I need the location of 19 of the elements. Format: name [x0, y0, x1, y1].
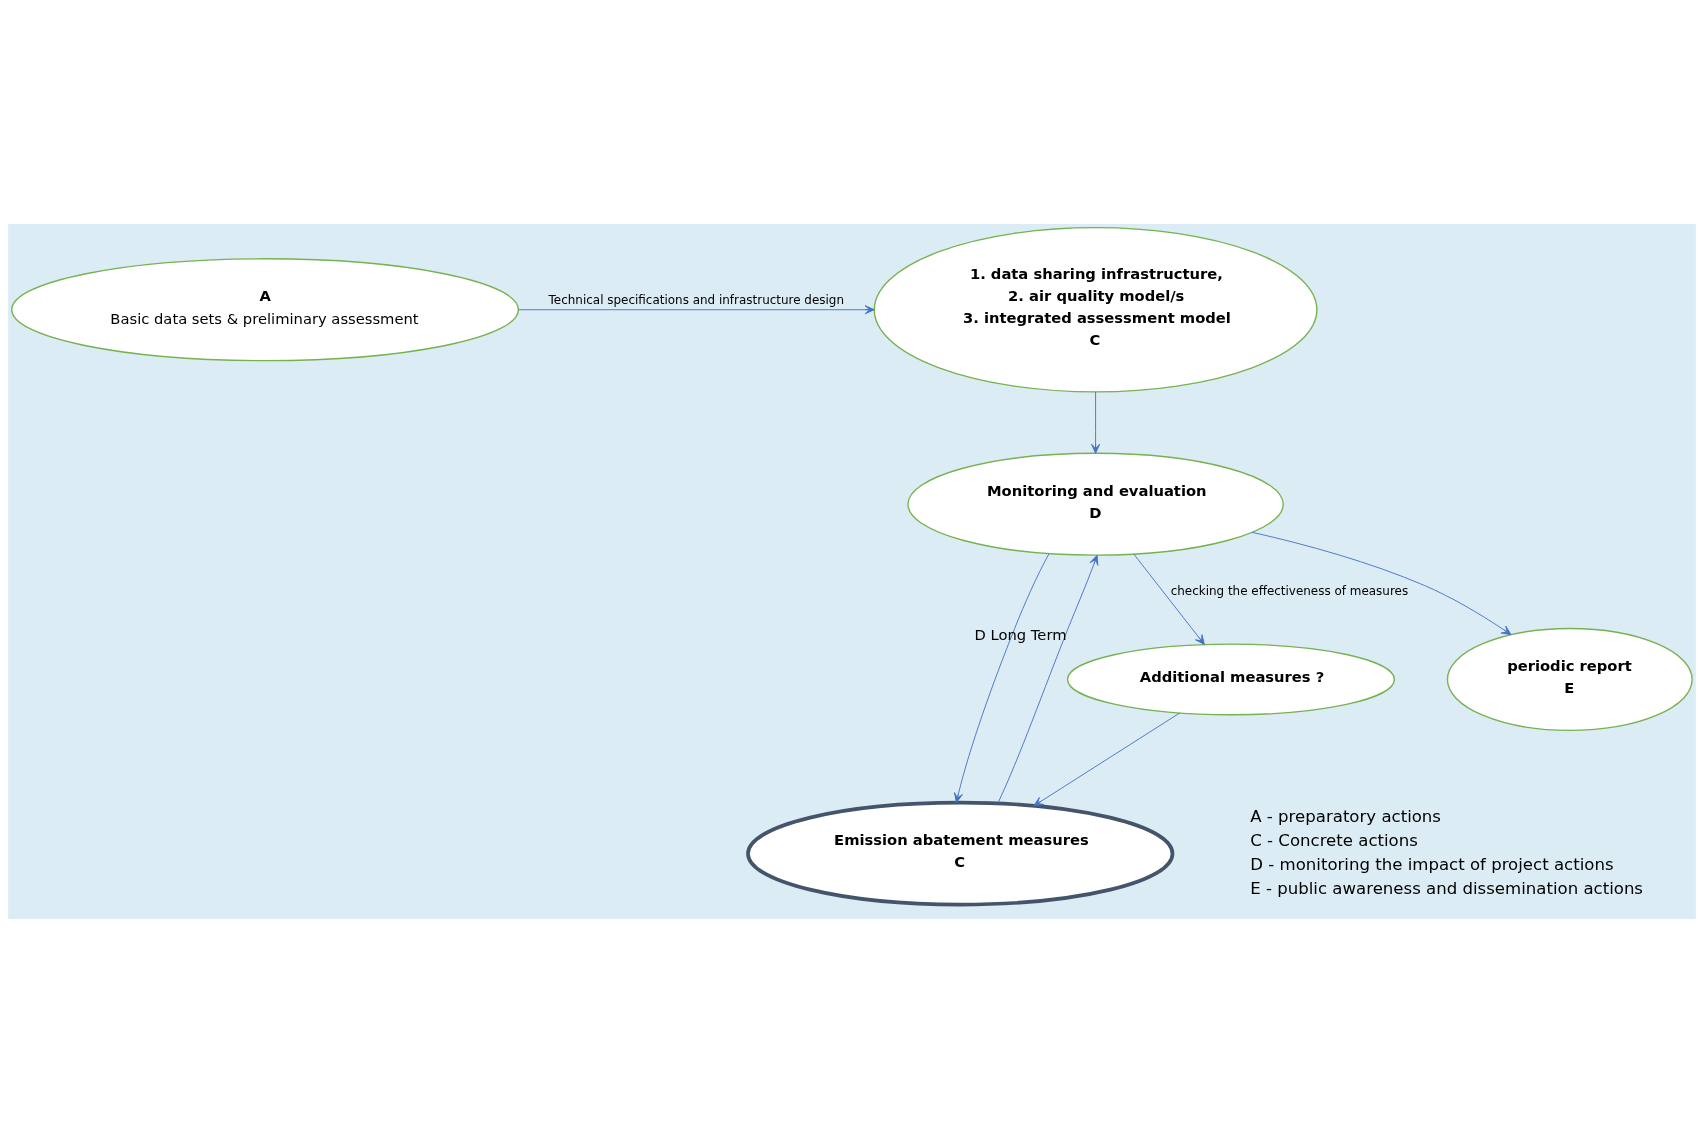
label: E - public awareness and dissemination actions: [1250, 878, 1644, 898]
arrow: [1033, 712, 1181, 806]
arrow: [997, 554, 1099, 804]
arrow: [1251, 531, 1512, 635]
arrow: [954, 552, 1050, 803]
edge-label: checking the effectiveness of measures: [1170, 583, 1409, 598]
node-ellipse: Additional measures ?: [1066, 642, 1396, 715]
edge-label: Technical specifications and infrastructure design: [548, 292, 845, 307]
arrow: [1133, 553, 1205, 645]
node-ellipse: Monitoring and evaluation D: [907, 452, 1284, 556]
label: C - Concrete actions: [1250, 830, 1418, 850]
node-ellipse: 1. data sharing infrastructure, 2. air quality model/s 3. integrated assessment model C: [873, 226, 1318, 393]
arrow: [518, 304, 875, 314]
node-ellipse: Emission abatement measures C: [746, 800, 1175, 906]
node-label: D Long Term: [974, 625, 1067, 643]
label: D - monitoring the impact of project actions: [1250, 854, 1614, 874]
arrow: [1091, 390, 1101, 454]
node-ellipse: A Basic data sets & preliminary assessment: [11, 257, 520, 361]
label: A - preparatory actions: [1250, 806, 1442, 826]
